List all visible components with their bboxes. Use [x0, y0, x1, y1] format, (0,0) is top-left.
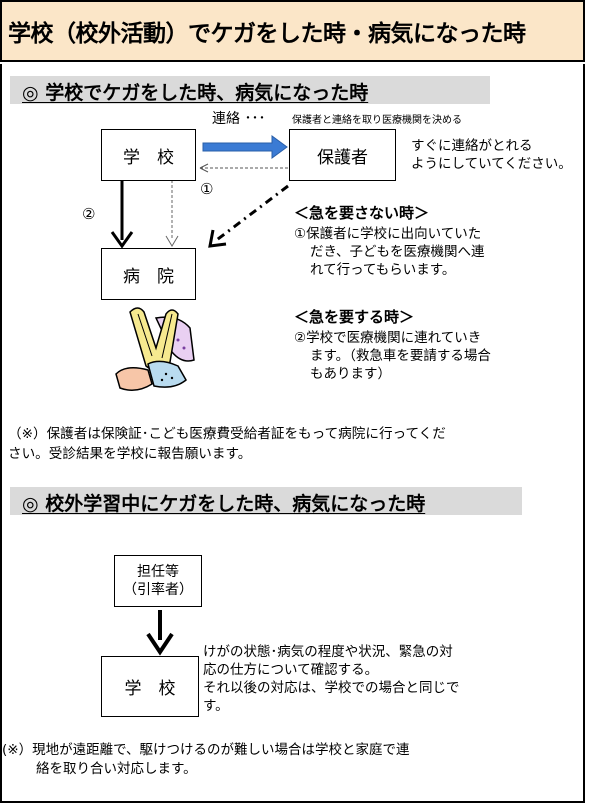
school-label: 学 校	[123, 147, 174, 168]
content-frame	[0, 64, 585, 803]
teacher-box: 担任等 （引率者）	[114, 555, 202, 607]
marker-1: ①	[200, 180, 214, 198]
section1-note-2: さい。受診結果を学校に報告願います。	[8, 446, 252, 462]
urgent-line-2: ます。（救急車を要請する場合	[310, 348, 491, 364]
guardian-to-hospital-arrow	[213, 184, 289, 244]
arm-sling-icon	[115, 307, 195, 391]
contact-note: 保護者と連絡を取り医療機関を決める	[292, 115, 462, 126]
non-urgent-line-2: だき、子どもを医療機関へ連	[310, 244, 485, 260]
section2-school-box: 学 校	[101, 656, 199, 717]
hospital-label: 病 院	[123, 266, 174, 287]
school-box: 学 校	[101, 129, 196, 181]
marker-2: ②	[82, 205, 96, 223]
guardian-note-2: ようにしていてください。	[411, 156, 572, 172]
contact-label: 連絡 ･･･	[212, 111, 266, 127]
guardian-box: 保護者	[289, 129, 396, 181]
title-bar	[0, 0, 585, 62]
non-urgent-line-1: ①保護者に学校に出向いていた	[294, 226, 482, 242]
section2-school-label: 学 校	[124, 679, 176, 699]
section2-heading: ◎ 校外学習中にケガをした時、病気になった時	[22, 493, 426, 515]
urgent-line-3: もあります）	[310, 366, 391, 382]
non-urgent-line-3: れて行ってもらいます。	[310, 262, 456, 278]
hospital-box: 病 院	[101, 248, 196, 300]
section2-desc-2: 応の仕方について確認する。	[203, 662, 379, 678]
section2-heading-bg	[10, 487, 522, 515]
section1-heading-bg	[10, 76, 490, 104]
contact-arrow	[202, 135, 288, 159]
guardian-label: 保護者	[317, 147, 368, 168]
section2-note-2: 絡を取り合い対応します。	[36, 761, 197, 777]
section2-note-1: (※）現地が遠距離で、駆けつけるのが難しい場合は学校と家庭で連	[2, 742, 410, 758]
guardian-note-1: すぐに連絡がとれる	[411, 138, 533, 154]
urgent-heading: ＜急を要する時＞	[294, 308, 415, 326]
section2-desc-1: けがの状態･病気の程度や状況、緊急の対	[203, 644, 453, 660]
section1-heading: ◎ 学校でケガをした時、病気になった時	[22, 82, 369, 104]
urgent-line-1: ②学校で医療機関に連れていき	[294, 330, 482, 346]
non-urgent-heading: ＜急を要さない時＞	[294, 204, 430, 222]
teacher-label-2: （引率者）	[123, 582, 193, 598]
teacher-label-1: 担任等	[137, 564, 179, 580]
page-title: 学校（校外活動）でケガをした時・病気になった時	[8, 21, 526, 47]
section2-desc-3: それ以後の対応は、学校での場合と同じで	[203, 680, 460, 696]
section1-note-1: （※）保護者は保険証･こども医療費受給者証をもって病院に行ってくだ	[8, 426, 446, 442]
section2-desc-4: す。	[203, 698, 229, 714]
